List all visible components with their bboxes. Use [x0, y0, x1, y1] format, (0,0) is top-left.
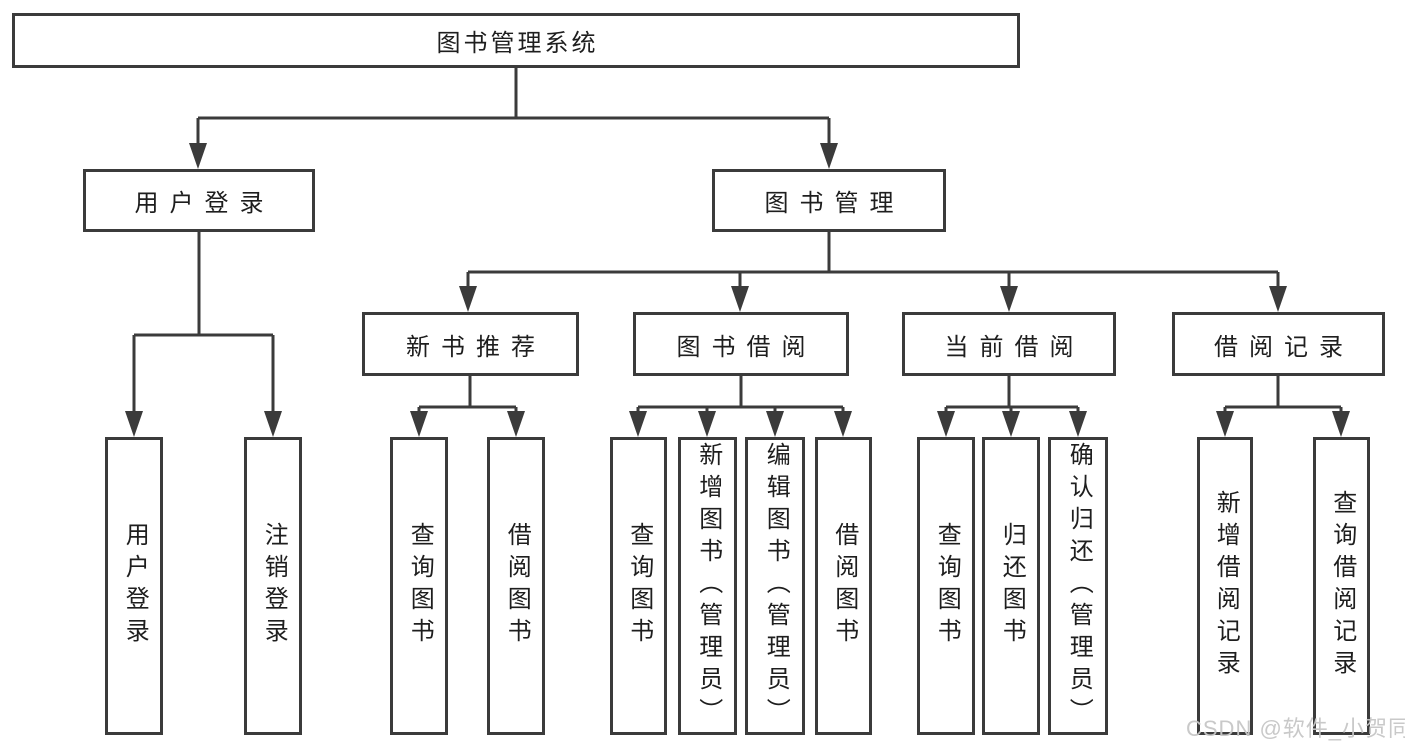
node-current-borrow: 当前借阅: [902, 312, 1116, 376]
node-current-borrow-label: 当前借阅: [944, 333, 1085, 361]
leaf-borrow-book-1-label: 借阅图书: [503, 522, 531, 650]
node-book-borrow: 图书借阅: [633, 312, 849, 376]
leaf-query-book-1: 查询图书: [390, 437, 448, 735]
leaf-add-book-admin: 新增图书（管理员）: [678, 437, 737, 735]
leaf-query-book-3-label: 查询图书: [933, 522, 961, 650]
leaf-logout-login: 注销登录: [244, 437, 302, 735]
node-new-book-recommend-label: 新书推荐: [406, 333, 546, 361]
leaf-query-borrow-record: 查询借阅记录: [1313, 437, 1370, 735]
leaf-edit-book-admin: 编辑图书（管理员）: [745, 437, 805, 735]
node-borrow-records: 借阅记录: [1172, 312, 1385, 376]
leaf-query-book-3: 查询图书: [917, 437, 975, 735]
leaf-add-borrow-record-label: 新增借阅记录: [1212, 490, 1240, 682]
leaf-confirm-return-admin-label: 确认归还（管理员）: [1065, 442, 1093, 730]
leaf-borrow-book-2: 借阅图书: [815, 437, 872, 735]
leaf-user-login: 用户登录: [105, 437, 163, 735]
node-user-login-label: 用户登录: [134, 190, 275, 217]
node-new-book-recommend: 新书推荐: [362, 312, 579, 376]
node-root-label: 图书管理系统: [436, 30, 599, 57]
leaf-add-book-admin-label: 新增图书（管理员）: [694, 442, 722, 730]
leaf-user-login-label: 用户登录: [121, 522, 149, 650]
leaf-add-borrow-record: 新增借阅记录: [1197, 437, 1253, 735]
leaf-query-borrow-record-label: 查询借阅记录: [1328, 490, 1356, 682]
leaf-query-book-2-label: 查询图书: [625, 522, 653, 650]
leaf-logout-login-label: 注销登录: [260, 522, 288, 650]
watermark: CSDN @软件_小贺同学: [1186, 716, 1405, 741]
leaf-confirm-return-admin: 确认归还（管理员）: [1048, 437, 1108, 735]
node-book-management: 图书管理: [712, 169, 946, 232]
leaf-return-book: 归还图书: [982, 437, 1040, 735]
leaf-return-book-label: 归还图书: [998, 522, 1026, 650]
node-book-borrow-label: 图书借阅: [676, 333, 817, 361]
leaf-query-book-1-label: 查询图书: [406, 522, 434, 650]
node-user-login: 用户登录: [83, 169, 315, 232]
leaf-borrow-book-1: 借阅图书: [487, 437, 545, 735]
leaf-borrow-book-2-label: 借阅图书: [830, 522, 858, 650]
node-borrow-records-label: 借阅记录: [1214, 333, 1354, 361]
node-book-management-label: 图书管理: [764, 190, 905, 217]
leaf-edit-book-admin-label: 编辑图书（管理员）: [762, 442, 790, 730]
node-root: 图书管理系统: [12, 13, 1020, 68]
leaf-query-book-2: 查询图书: [610, 437, 667, 735]
